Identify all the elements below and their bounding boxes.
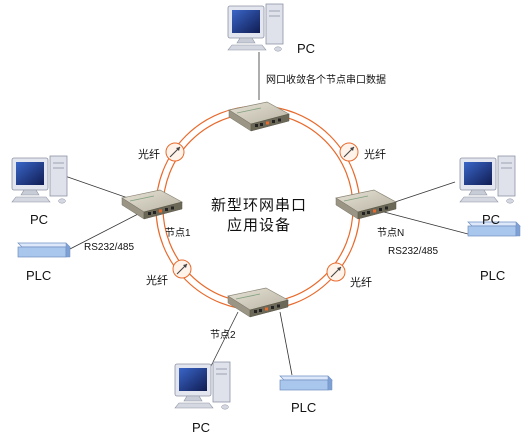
top-pc-label: PC — [297, 41, 316, 56]
link-left-plc — [67, 212, 141, 251]
fiber-label-topleft: 光纤 — [138, 149, 160, 161]
fiber-coupler-icon — [165, 142, 185, 162]
right-pc-label: PC — [482, 212, 501, 227]
bottom-plc-icon — [279, 375, 333, 391]
center-title-line2: 应用设备 — [226, 217, 291, 234]
right-plc-label: PLC — [480, 268, 506, 283]
nodeN-serial-label: RS232/485 — [388, 246, 439, 257]
link-right-plc — [383, 211, 469, 235]
nodeN-label: 节点N — [377, 228, 405, 239]
left-pc-icon — [11, 155, 68, 204]
link-bottom-plc — [279, 311, 293, 376]
right-pc-icon — [459, 155, 516, 204]
left-plc-icon — [17, 242, 71, 258]
bottom-pc-label: PC — [192, 420, 211, 435]
fiber-coupler-icon — [339, 142, 359, 162]
fiber-label-topright: 光纤 — [364, 149, 386, 161]
top-ring-device — [228, 101, 290, 132]
fiber-label-bottomleft: 光纤 — [146, 275, 168, 287]
center-title: 新型环网串口 应用设备 — [203, 196, 315, 236]
node1-ring-device — [121, 189, 183, 220]
fiber-coupler-icon — [326, 262, 346, 282]
left-plc-label: PLC — [26, 268, 52, 283]
bottom-plc-label: PLC — [291, 400, 317, 415]
node1-label: 节点1 — [165, 228, 191, 239]
link-left-pc — [61, 174, 129, 199]
top-pc-icon — [227, 3, 284, 52]
bottom-pc-icon — [174, 361, 231, 410]
node2-label: 节点2 — [210, 330, 236, 341]
fiber-label-bottomright: 光纤 — [350, 277, 372, 289]
node2-ring-device — [227, 287, 289, 318]
nodeN-ring-device — [335, 189, 397, 220]
top-caption: 网口收敛各个节点串口数据 — [266, 75, 386, 86]
node1-serial-label: RS232/485 — [84, 242, 135, 253]
fiber-coupler-icon — [172, 259, 192, 279]
left-pc-label: PC — [30, 212, 49, 227]
center-title-line1: 新型环网串口 — [210, 197, 307, 214]
link-right-pc — [394, 181, 456, 203]
